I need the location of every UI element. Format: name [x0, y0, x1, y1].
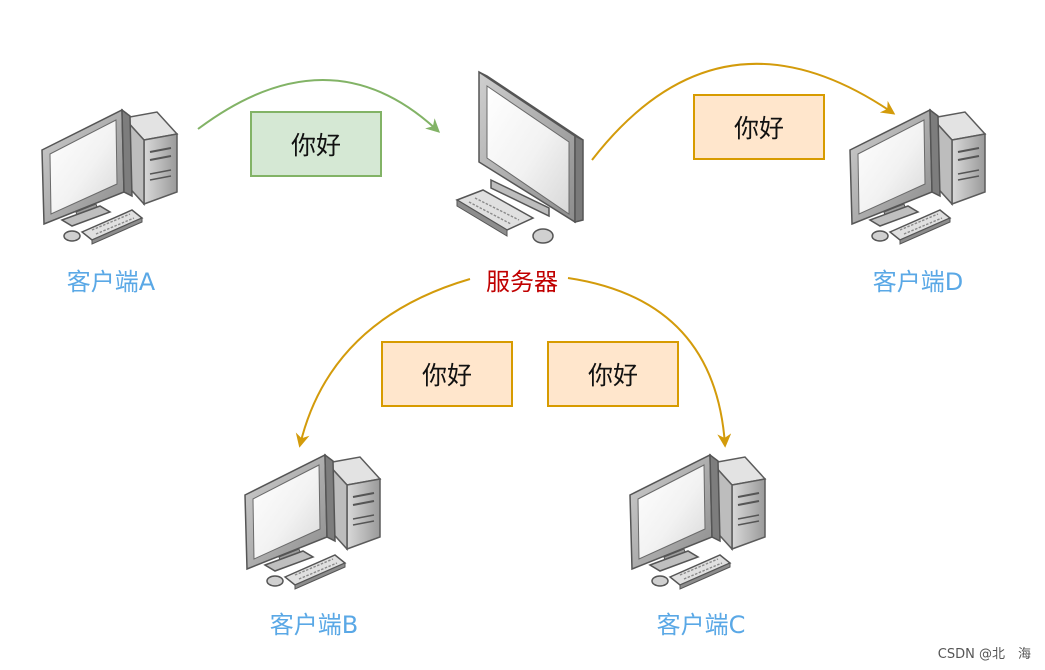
message-box-a-to-server: 你好	[250, 111, 382, 177]
client-d-label: 客户端D	[868, 262, 968, 297]
message-box-server-to-d: 你好	[693, 94, 825, 160]
client-c-computer-icon	[629, 454, 766, 590]
server-label: 服务器	[482, 262, 562, 297]
client-b-label: 客户端B	[265, 605, 363, 640]
client-c-label: 客户端C	[652, 605, 750, 640]
message-box-server-to-c: 你好	[547, 341, 679, 407]
client-b-computer-icon	[244, 454, 381, 590]
client-a-computer-icon	[41, 109, 178, 245]
watermark: CSDN @北 海	[937, 647, 1031, 662]
arrow-server-to-c	[567, 277, 732, 448]
server-computer-icon	[456, 71, 584, 244]
arrow-server-to-b	[295, 278, 471, 448]
client-d-computer-icon	[849, 109, 986, 245]
arrow-a-to-server	[197, 79, 441, 133]
arrow-server-to-d	[591, 62, 896, 161]
message-box-server-to-b: 你好	[381, 341, 513, 407]
client-a-label: 客户端A	[62, 262, 160, 297]
